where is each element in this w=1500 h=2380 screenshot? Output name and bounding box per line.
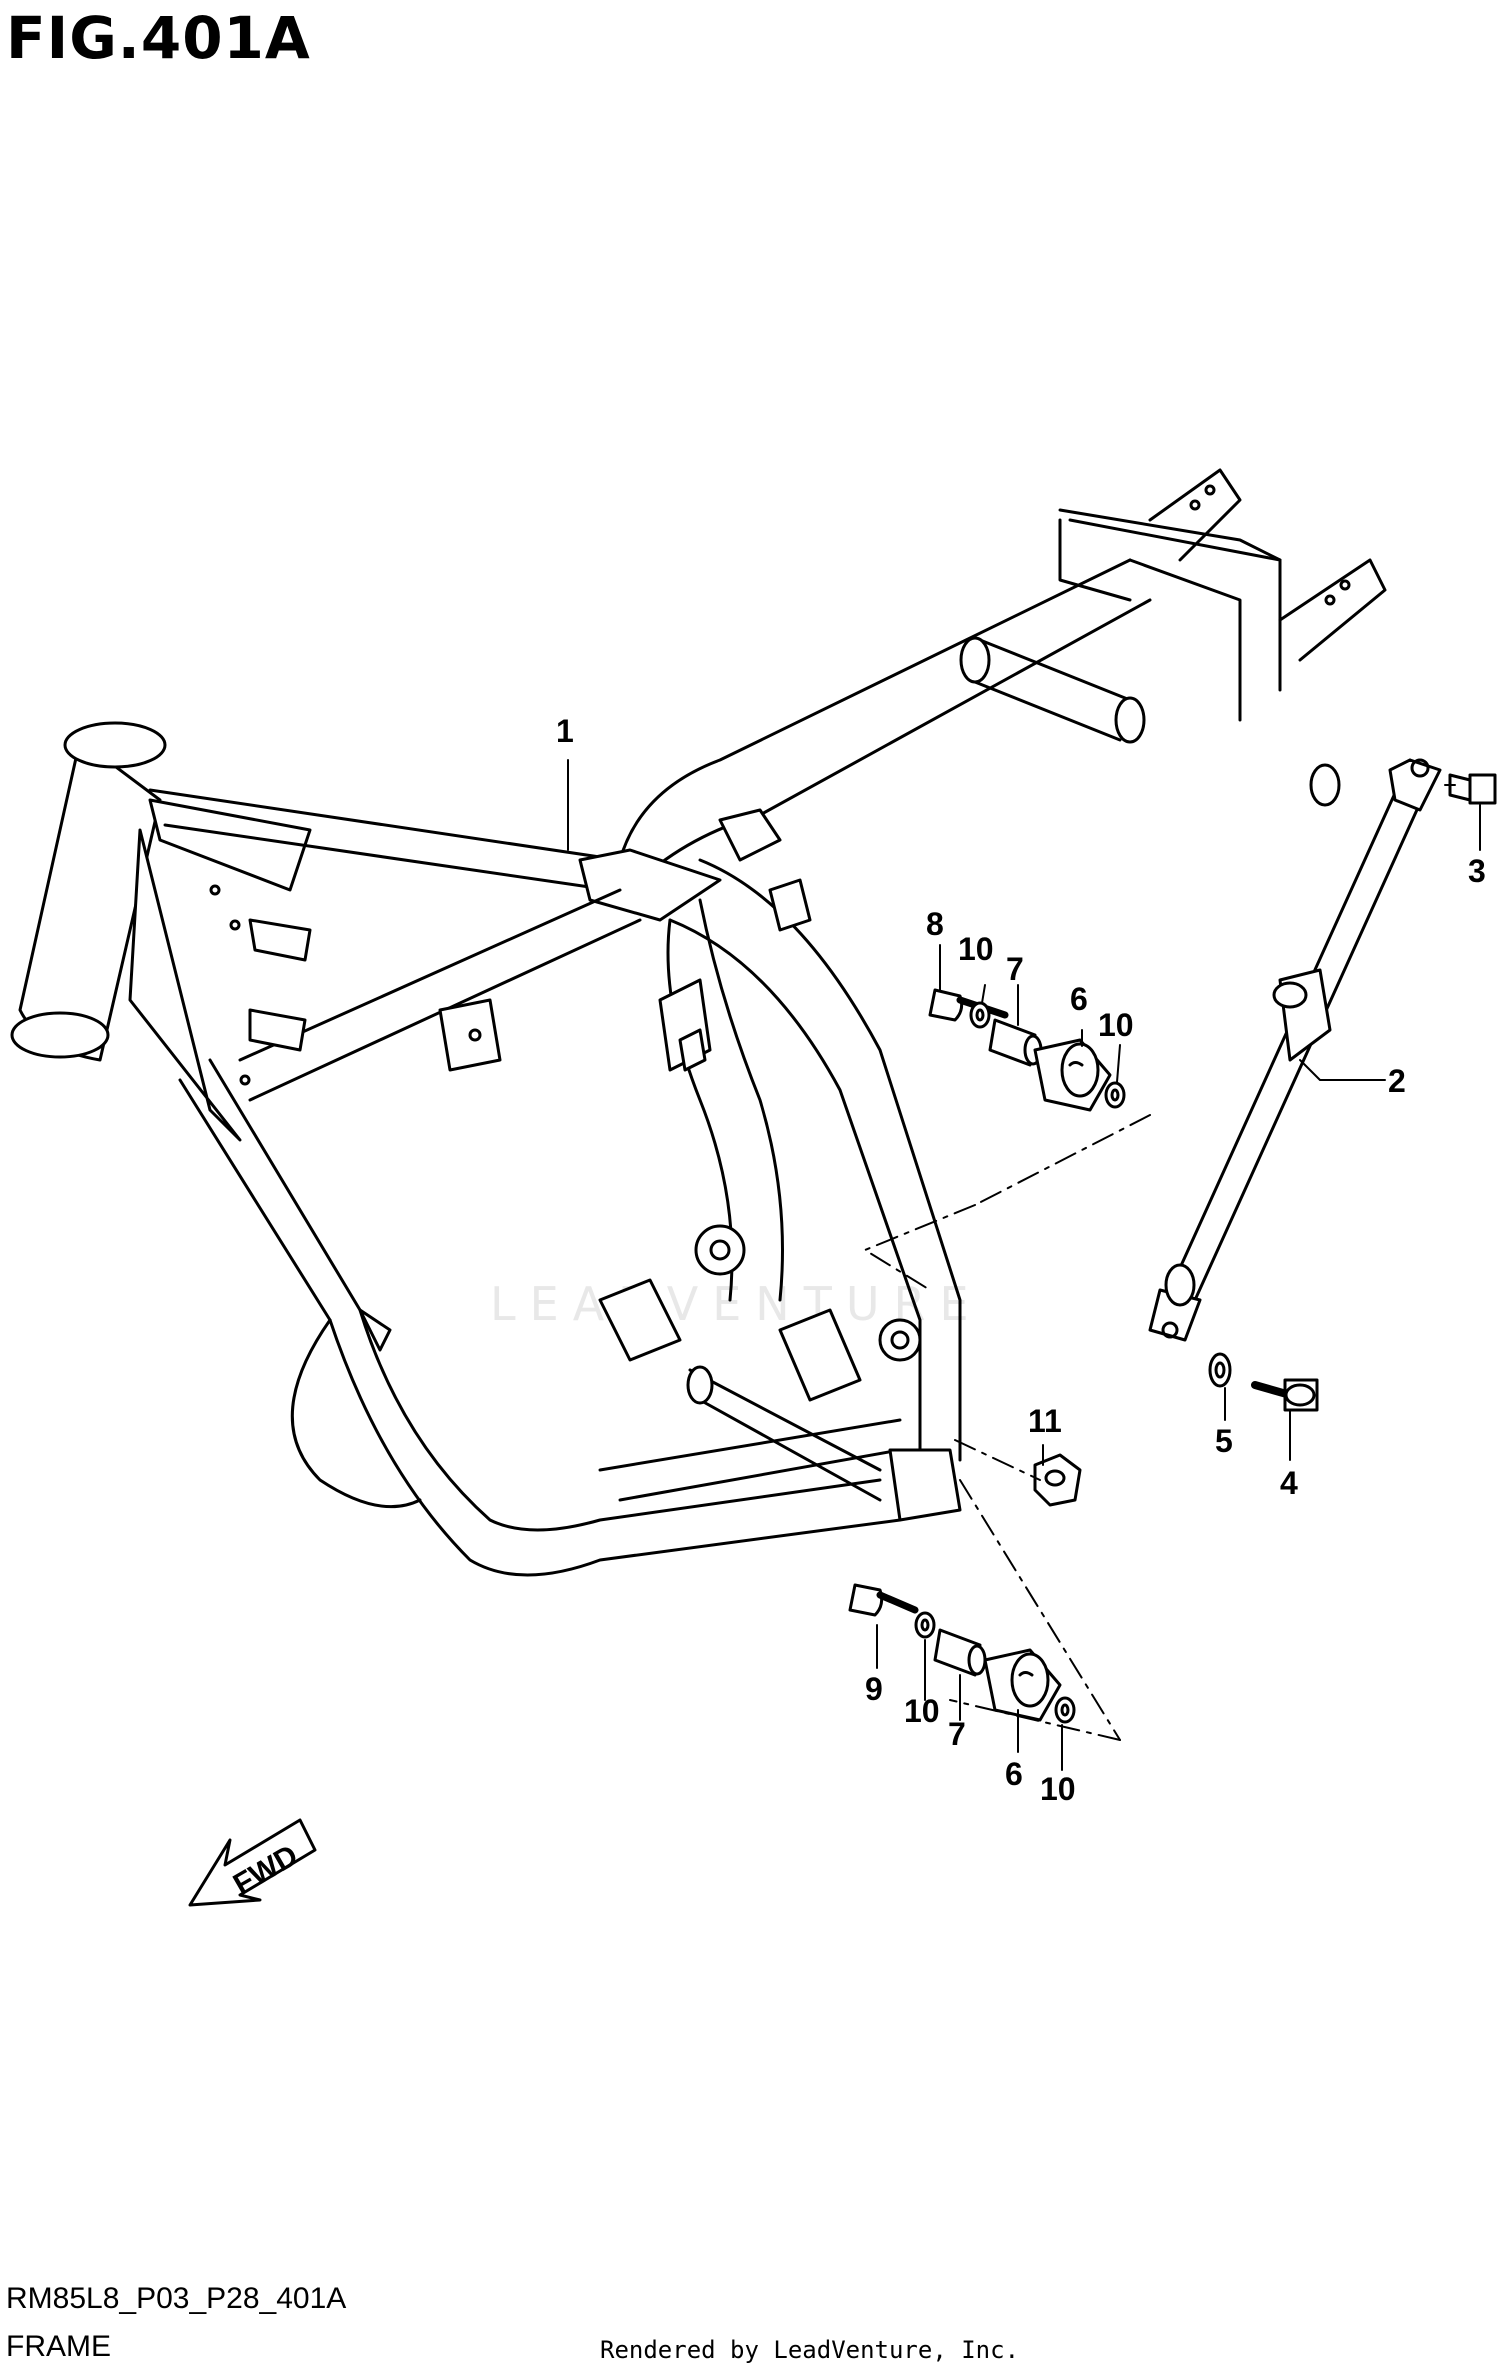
callout-1[interactable]: 1 bbox=[556, 713, 574, 749]
callout-11[interactable]: 11 bbox=[1028, 1403, 1062, 1439]
part-9-bolt[interactable] bbox=[848, 1583, 919, 1617]
part-11-nut[interactable] bbox=[1033, 1453, 1082, 1507]
callout-10-upper-a[interactable]: 10 bbox=[958, 931, 994, 967]
section-name: FRAME bbox=[6, 2330, 111, 2363]
part-3-bolt[interactable] bbox=[1444, 773, 1497, 805]
callout-2[interactable]: 2 bbox=[1388, 1063, 1406, 1099]
callout-7-upper[interactable]: 7 bbox=[1006, 951, 1024, 987]
figure-title: FIG.401A bbox=[6, 4, 311, 72]
callout-10-lower-b[interactable]: 10 bbox=[1040, 1771, 1076, 1807]
part-10-washer-d[interactable] bbox=[1054, 1696, 1076, 1724]
part-2-down-tube[interactable] bbox=[1148, 758, 1442, 1342]
assembly-guide-lines bbox=[864, 1114, 1151, 1741]
part-10-washer-b[interactable] bbox=[1104, 1081, 1126, 1109]
callout-7-lower[interactable]: 7 bbox=[948, 1716, 966, 1752]
callout-10-upper-b[interactable]: 10 bbox=[1098, 1007, 1134, 1043]
part-7-spacer-b[interactable] bbox=[933, 1628, 987, 1677]
callout-9[interactable]: 9 bbox=[865, 1671, 883, 1707]
part-8-bolt[interactable] bbox=[928, 988, 1009, 1022]
callout-8[interactable]: 8 bbox=[926, 906, 944, 942]
callout-6-lower[interactable]: 6 bbox=[1005, 1756, 1023, 1792]
part-10-washer-c[interactable] bbox=[914, 1611, 936, 1639]
forward-direction-arrow bbox=[188, 1818, 317, 1907]
frame-assembly[interactable] bbox=[10, 468, 1387, 1577]
callout-3[interactable]: 3 bbox=[1468, 853, 1486, 889]
part-7-spacer-a[interactable] bbox=[988, 1018, 1043, 1067]
leader-lines bbox=[567, 759, 1481, 1771]
callout-6-upper[interactable]: 6 bbox=[1070, 981, 1088, 1017]
part-6-cushion-b[interactable] bbox=[983, 1648, 1062, 1722]
part-6-cushion-a[interactable] bbox=[1033, 1038, 1112, 1112]
callout-4[interactable]: 4 bbox=[1280, 1465, 1298, 1501]
callout-10-lower-a[interactable]: 10 bbox=[904, 1693, 940, 1729]
callout-5[interactable]: 5 bbox=[1215, 1423, 1233, 1459]
part-10-washer-a[interactable] bbox=[969, 1001, 991, 1029]
part-4-bolt[interactable] bbox=[1251, 1378, 1319, 1412]
render-credit: Rendered by LeadVenture, Inc. bbox=[600, 2336, 1020, 2364]
drawing-code: RM85L8_P03_P28_401A bbox=[6, 2282, 347, 2315]
part-5-washer[interactable] bbox=[1208, 1352, 1232, 1388]
